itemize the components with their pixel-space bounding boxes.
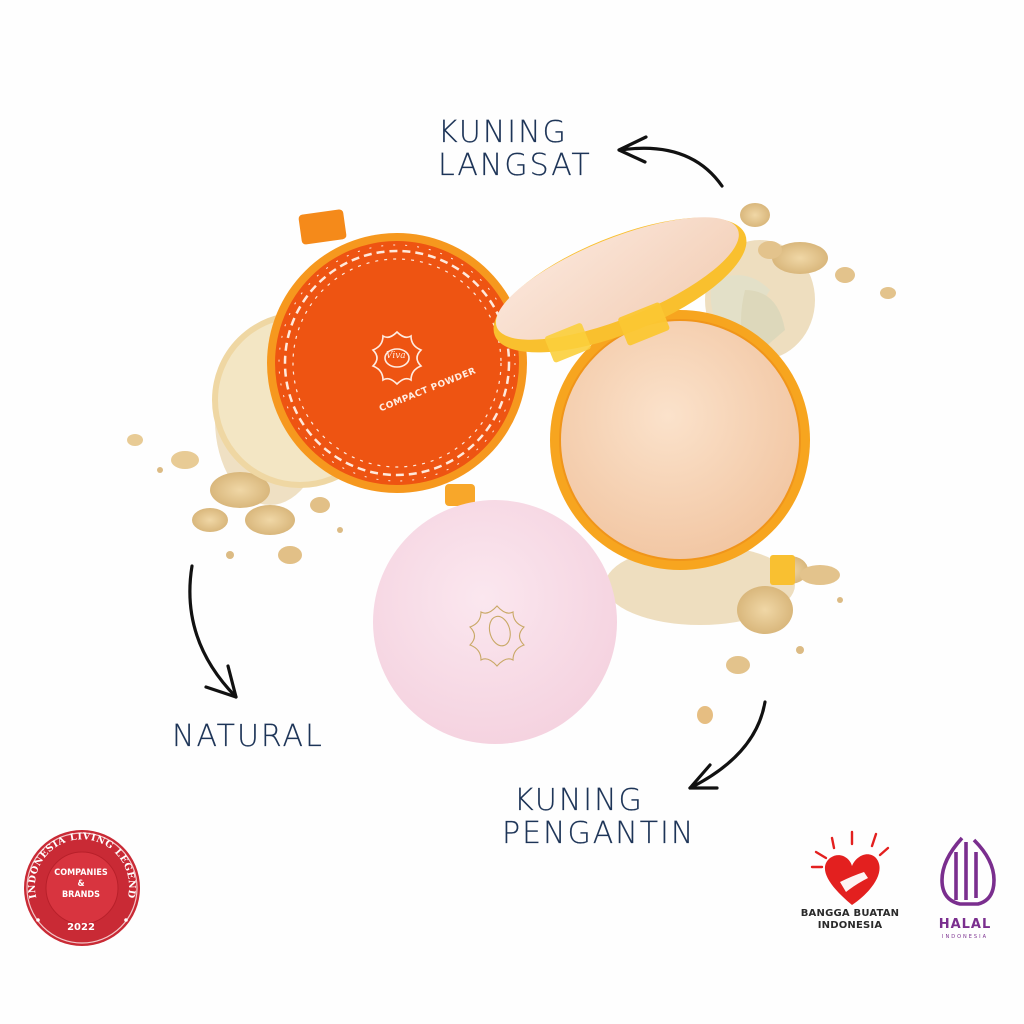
shade-line1: KUNING: [514, 783, 644, 818]
legend-line3: BRANDS: [61, 890, 100, 900]
halal-subtitle: INDONESIA: [942, 934, 988, 940]
shade-line2: LANGSAT: [438, 148, 592, 183]
legend-line2: &: [77, 879, 85, 889]
compact-closed-orange: [212, 209, 527, 506]
shade-line1: NATURAL: [172, 719, 324, 754]
bangga-buatan-indonesia-text: BANGGA BUATAN INDONESIA: [795, 908, 905, 932]
halal-title: HALAL: [938, 917, 992, 932]
arrow-to-kuning-langsat: [617, 135, 724, 188]
shade-label-natural: NATURAL: [172, 719, 324, 754]
brand-mark: Viva: [386, 351, 406, 361]
bangga-buatan-indonesia-logo: [810, 830, 890, 905]
compact-open-amber: [493, 217, 810, 585]
legend-badge-title: COMPANIES & BRANDS: [46, 868, 116, 901]
legend-year: 2022: [67, 922, 95, 933]
arrow-to-kuning-pengantin: [688, 700, 767, 790]
shade-line1: KUNING: [438, 115, 568, 150]
shade-line2: PENGANTIN: [502, 816, 696, 851]
bangga-line1: BANGGA BUATAN: [800, 908, 900, 919]
powder-puff-pink: [373, 500, 617, 744]
shade-label-kuning-pengantin: KUNING PENGANTIN: [502, 783, 695, 849]
legend-line1: COMPANIES: [54, 868, 108, 878]
halal-indonesia-logo: [940, 836, 996, 906]
arrow-to-natural: [188, 564, 238, 699]
halal-indonesia-text: HALAL INDONESIA: [925, 918, 1005, 944]
powder-crumbs-right-bottom: [605, 545, 843, 724]
bangga-line2: INDONESIA: [817, 920, 883, 931]
shade-label-kuning-langsat: KUNING LANGSAT: [438, 115, 592, 183]
